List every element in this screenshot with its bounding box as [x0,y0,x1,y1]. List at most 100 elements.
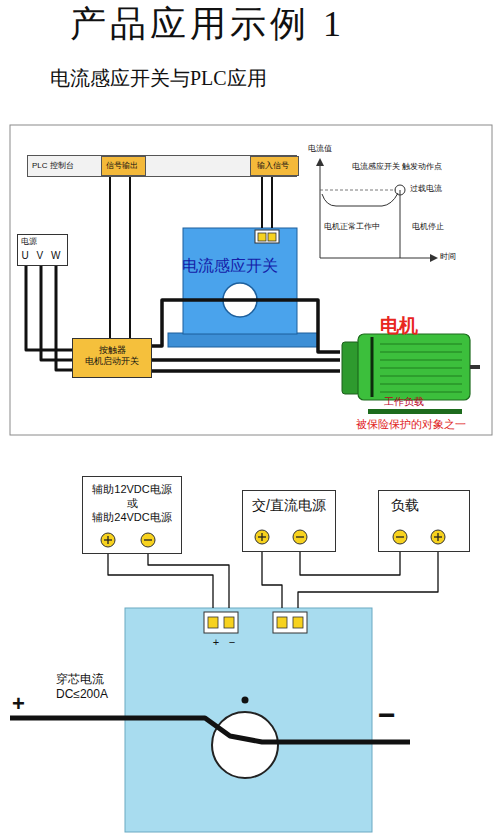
terminal-circle [431,530,445,544]
annotation-label: 电流感应开关 触发动作点 [352,162,482,172]
terminal-pin [268,233,276,241]
node-text: 电流感应开关 [162,256,298,276]
process-box: 信号输出 [101,156,146,176]
node-text: 信号输出 [102,161,142,171]
node-text: U V W [18,250,64,263]
motor-feet [368,409,462,414]
node-text: 辅助12VDC电源 或 辅助24VDC电源 [88,483,176,524]
node-text: 输入信号 [251,161,295,171]
graph-axis [320,160,321,258]
annotation-label: + [12,690,32,718]
wire-connector [26,266,72,370]
overload-line [320,190,396,191]
wire-connector [300,552,400,575]
motor-ribs [380,344,462,392]
node-text: 电源 [21,237,61,247]
terminal-stroke [107,536,108,544]
terminal-block [273,612,307,633]
terminal-stroke [437,533,438,541]
wire-connector [152,300,340,371]
terminal-circle [293,530,307,544]
screw-terminal [393,530,407,544]
process-box: 输入信号 [250,156,299,176]
page-title: 产品应用示例 1 [70,2,450,47]
wire-connector [110,176,130,338]
motor-rib [380,351,462,352]
node-text: 电机 [380,314,440,338]
node-text: 交/直流电源 [245,497,333,515]
annotation-label: 电流值 [308,144,348,154]
process-box: 电流感应开关 [160,228,300,348]
motor-body [358,334,470,400]
terminal-circle [141,533,155,547]
wire-connector [262,552,282,608]
trigger-point [395,185,405,195]
process-box: 电机工作负载 [340,314,475,412]
terminal-stroke [144,539,152,540]
screw-terminal [255,530,269,544]
screw-terminal [293,530,307,544]
diagram-frame [10,125,492,435]
annotation-label: 穿芯电流 DC≤200A [56,672,134,702]
annotation-label: − [378,696,408,734]
annotation-label: 电机正常工作中 [324,222,394,232]
terminal-circle [255,530,269,544]
node-text: 负载 [391,497,451,515]
process-box: 电源 U V W [17,234,68,266]
screw-terminal [101,533,115,547]
node-text: 工作负载 [384,396,444,409]
process-box: 辅助12VDC电源 或 辅助24VDC电源 [82,476,182,554]
node-text: PLC 控制台 [32,161,98,171]
annotation-label: 电流感应开关与PLC应用 [50,66,380,91]
terminal-pin [258,233,266,241]
axis-arrow [430,254,438,262]
motor-band [371,337,374,397]
terminal-stroke [261,533,262,541]
terminal-circle [101,533,115,547]
terminal-pin [208,617,218,628]
screw-terminal [141,533,155,547]
annotation-label: 过载电流 [410,184,460,194]
wire-connector [108,554,229,608]
motor-rib [380,343,462,344]
motor-rib [380,383,462,384]
node-text: + [210,636,222,650]
node-text: − [226,636,238,650]
node-text: 按触器 电机启动开关 [75,345,149,368]
wire-connector [262,176,272,228]
motor-rib [380,375,462,376]
annotation-label: 电机停止 [412,222,462,232]
annotation-label: 时间 [440,252,470,262]
terminal-pin [293,617,303,628]
axis-arrow [316,158,324,166]
process-box: 负载 [378,490,470,552]
terminal-pin [277,617,287,628]
terminal-stroke [396,536,404,537]
terminal-stroke [296,536,304,537]
wire-connector [298,552,438,608]
sensor-base [168,333,318,347]
process-box: +− [125,608,372,832]
terminal-block [204,612,238,633]
motor-rib [380,359,462,360]
terminal-block [255,230,279,243]
sensor-body [183,228,297,334]
annotation-label: 被保险保护的对象之一 [356,418,486,432]
terminal-pin [224,617,234,628]
orientation-dot [242,697,249,704]
current-curve [322,190,400,258]
graph-axis [320,258,432,259]
sensor-hole [212,712,278,778]
motor-rib [380,391,462,392]
motor-shaft [470,365,480,369]
motor-endcap [342,342,360,394]
motor-rib [380,367,462,368]
primary-conductor [10,718,410,742]
process-box: PLC 控制台信号输出 输入信号 [27,155,297,177]
process-box: 交/直流电源 [242,490,336,552]
screw-terminal [431,530,445,544]
terminal-circle [393,530,407,544]
process-box: 按触器 电机启动开关 [72,338,152,378]
terminal-symbols [101,530,445,547]
